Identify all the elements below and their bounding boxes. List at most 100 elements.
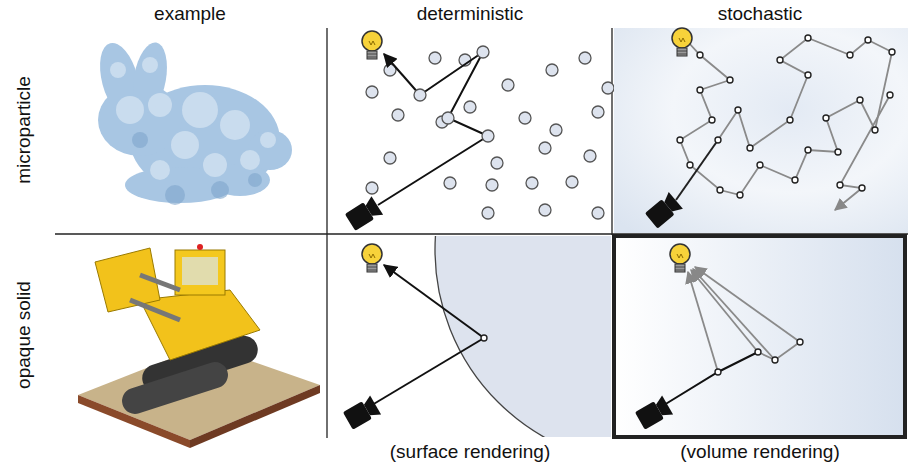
volume-rendering-solid xyxy=(614,236,905,437)
stochastic-microparticle-paths xyxy=(680,38,892,210)
stochastic-microparticle-paths xyxy=(835,149,841,155)
bulldozer-image xyxy=(119,359,232,418)
grid-lines xyxy=(611,28,612,235)
cloud-bunny-image xyxy=(142,57,158,73)
cloud-bunny-image xyxy=(171,131,199,159)
bulldozer-image xyxy=(140,275,180,290)
stochastic-microparticle-paths xyxy=(792,177,798,183)
volume-rendering-solid xyxy=(634,395,673,430)
stochastic-microparticle-paths xyxy=(835,95,890,210)
volume-rendering-solid xyxy=(691,270,758,352)
cloud-bunny-image xyxy=(165,185,185,205)
volume-rendering-solid xyxy=(772,357,778,363)
bulldozer-image xyxy=(190,385,320,448)
microparticle-scatter xyxy=(550,124,562,136)
surface-rendering-solid xyxy=(435,236,611,437)
caption-label: (surface rendering) xyxy=(390,442,551,463)
microparticle-scatter xyxy=(584,150,596,162)
surface-rendering-solid xyxy=(372,338,484,405)
surface-rendering-solid xyxy=(384,265,484,338)
stochastic-microparticle-paths xyxy=(677,137,683,143)
stochastic-microparticle-paths xyxy=(709,117,715,123)
microparticle-scatter xyxy=(579,52,591,64)
volume-rendering-solid xyxy=(614,236,905,437)
stochastic-microparticle-paths xyxy=(614,28,908,233)
stochastic-microparticle-paths xyxy=(747,145,753,151)
volume-rendering-solid xyxy=(614,236,905,437)
cloud-bunny-image xyxy=(148,93,172,117)
column-header: deterministic xyxy=(417,4,524,25)
microparticle-scatter xyxy=(546,64,558,76)
volume-rendering-solid xyxy=(664,352,758,405)
surface-rendering-solid xyxy=(435,236,611,437)
stochastic-microparticle-paths xyxy=(757,162,763,168)
stochastic-microparticle-paths xyxy=(777,57,783,63)
bulldozer-image xyxy=(175,250,225,295)
microparticle-scatter xyxy=(526,177,538,189)
microparticle-scatter xyxy=(384,152,396,164)
bulldozer-image xyxy=(182,257,218,285)
stochastic-microparticle-paths xyxy=(715,137,721,143)
microparticle-scatter xyxy=(366,86,378,98)
microparticle-scatter xyxy=(482,207,494,219)
microparticle-scatter xyxy=(486,179,498,191)
microparticle-scatter xyxy=(414,89,426,101)
stochastic-microparticle-paths xyxy=(823,115,829,121)
microparticle-scatter xyxy=(362,31,382,59)
stochastic-microparticle-paths xyxy=(889,49,895,55)
stochastic-microparticle-paths xyxy=(737,192,743,198)
microparticle-scatter xyxy=(344,31,614,232)
column-header: stochastic xyxy=(718,4,802,25)
surface-rendering-solid xyxy=(342,395,381,430)
volume-rendering-solid xyxy=(695,267,800,342)
cloud-bunny-image xyxy=(110,57,276,180)
cloud-bunny-image xyxy=(182,92,218,128)
stochastic-microparticle-paths xyxy=(727,77,733,83)
microparticle-scatter xyxy=(442,112,454,124)
microparticle-scatter xyxy=(464,101,476,113)
microparticle-scatter xyxy=(539,204,551,216)
stochastic-microparticle-paths xyxy=(805,35,811,41)
volume-rendering-solid xyxy=(715,369,721,375)
microparticle-scatter xyxy=(592,106,604,118)
caption-label: (volume rendering) xyxy=(680,442,839,463)
stochastic-microparticle-paths xyxy=(837,182,843,188)
cloud-bunny-image xyxy=(240,150,260,170)
stochastic-microparticle-paths xyxy=(887,92,893,98)
microparticle-scatter xyxy=(539,142,551,154)
volume-rendering-solid xyxy=(755,349,761,355)
stochastic-microparticle-paths xyxy=(857,97,863,103)
stochastic-microparticle-paths xyxy=(697,87,703,93)
microparticle-scatter xyxy=(384,54,420,95)
bulldozer-image xyxy=(130,300,180,320)
stochastic-microparticle-paths xyxy=(805,147,811,153)
microparticle-scatter xyxy=(592,207,604,219)
stochastic-microparticle-paths xyxy=(644,192,683,229)
microparticle-scatter xyxy=(344,196,383,232)
cloud-bunny-image xyxy=(93,39,292,203)
cloud-bunny-image xyxy=(220,110,250,140)
stochastic-microparticle-paths xyxy=(859,185,865,191)
cloud-bunny-image xyxy=(93,39,292,205)
microparticle-scatter xyxy=(378,52,488,205)
cloud-bunny-image xyxy=(132,132,262,205)
volume-rendering-solid xyxy=(688,267,800,372)
microparticle-scatter xyxy=(366,182,378,194)
surface-rendering-solid xyxy=(481,335,487,341)
stochastic-microparticle-paths xyxy=(872,127,878,133)
stochastic-microparticle-paths xyxy=(865,37,871,43)
stochastic-microparticle-paths xyxy=(687,162,693,168)
stochastic-microparticle-paths xyxy=(735,107,741,113)
microparticle-scatter xyxy=(602,82,614,94)
cloud-bunny-image xyxy=(116,96,144,124)
volume-rendering-solid xyxy=(664,352,758,405)
bulldozer-image xyxy=(197,244,203,250)
stochastic-microparticle-paths xyxy=(718,38,892,148)
cloud-bunny-image xyxy=(248,173,262,187)
microparticle-scatter xyxy=(482,130,494,142)
cloud-bunny-image xyxy=(150,160,170,180)
microparticle-scatter xyxy=(392,109,404,121)
stochastic-microparticle-paths xyxy=(847,52,853,58)
column-header: example xyxy=(154,4,226,25)
